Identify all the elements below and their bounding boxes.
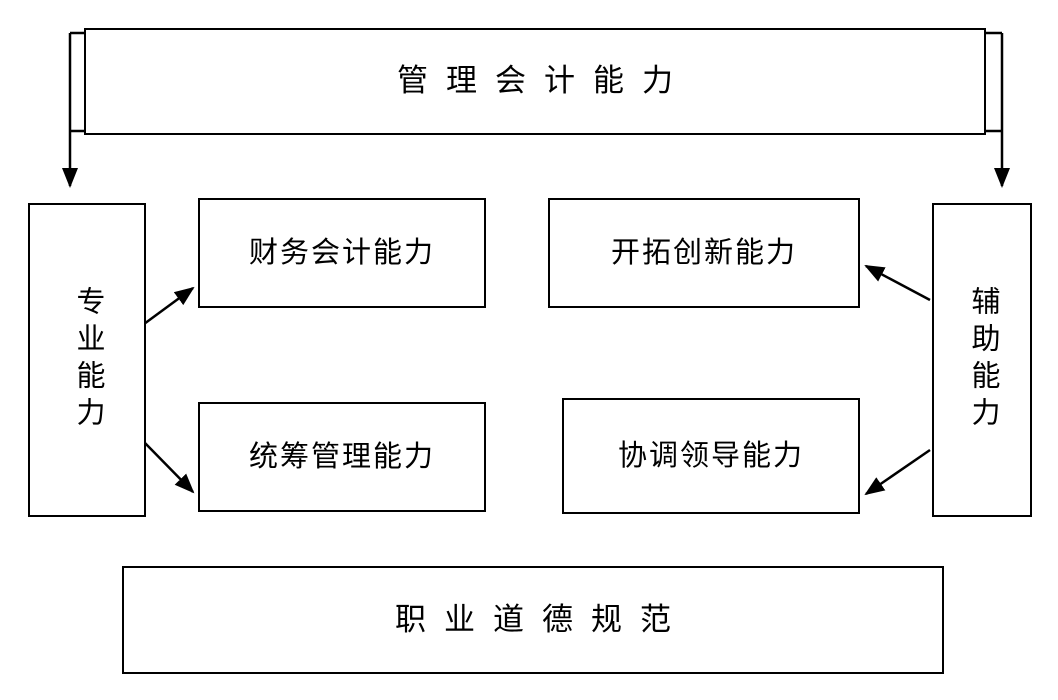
footer-banner-box: 职业道德规范 — [122, 566, 944, 674]
box-overall-management: 统筹管理能力 — [198, 402, 486, 512]
footer-banner-label: 职业道德规范 — [395, 601, 689, 637]
connector-left-to-financial — [143, 286, 195, 326]
connector-left-to-management — [143, 441, 195, 494]
connector-right-to-coordination — [864, 448, 931, 496]
left-category-label: 专业能力 — [71, 286, 104, 434]
left-category-box: 专业能力 — [28, 203, 146, 517]
box-financial-accounting-label: 财务会计能力 — [248, 236, 435, 269]
title-banner-box: 管理会计能力 — [84, 28, 986, 135]
box-coordination-leadership-label: 协调领导能力 — [617, 439, 804, 472]
box-coordination-leadership: 协调领导能力 — [562, 398, 860, 514]
right-category-box: 辅助能力 — [932, 203, 1032, 517]
box-pioneering-innovation: 开拓创新能力 — [548, 198, 860, 308]
box-pioneering-innovation-label: 开拓创新能力 — [610, 236, 797, 269]
box-financial-accounting: 财务会计能力 — [198, 198, 486, 308]
connector-right-to-innovation — [864, 264, 931, 302]
box-overall-management-label: 统筹管理能力 — [248, 440, 435, 473]
title-banner-label: 管理会计能力 — [397, 63, 691, 99]
right-category-label: 辅助能力 — [966, 286, 999, 434]
